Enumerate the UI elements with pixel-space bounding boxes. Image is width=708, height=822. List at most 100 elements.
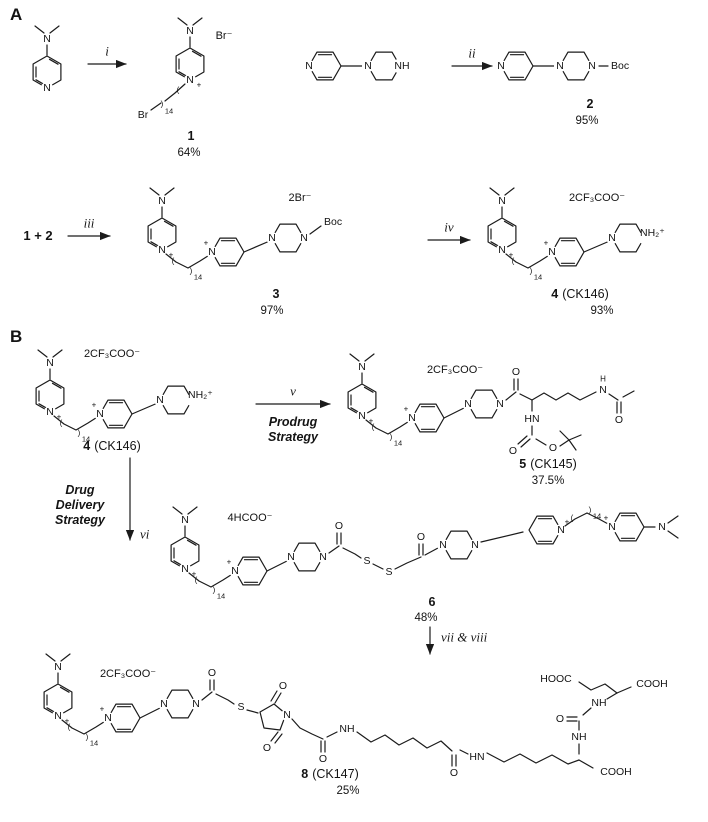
glutamate-chain [578,681,618,694]
compound-number: 2 [587,97,594,111]
pyridinium-ring [205,237,245,267]
methyl-bond [622,390,635,398]
paren-close: ) [213,586,216,595]
atom-label: N [588,60,596,72]
carbonyl-double-bond [418,543,424,556]
alkyl-chain [150,83,186,111]
compound-number-text: 8 [301,767,308,781]
atom-label: N [471,539,479,551]
atom-label-nh: NH [339,723,354,735]
carbonyl-double-bond [566,716,578,722]
compound-number: 4(CK146) [83,439,141,453]
charge-plus: + [404,405,409,414]
atom-mask [393,58,409,74]
paren-open: ( [571,514,574,523]
counterion-2br: 2Br⁻ [289,192,312,204]
atom-label: N [658,521,666,533]
atom-label-nh: NH [394,60,409,72]
atom-label: N [283,709,291,721]
atom-label: N [599,384,607,396]
reactants-sum: 1 + 2 [23,228,52,243]
repeat-count: 14 [534,273,542,282]
charge-plus: + [227,558,232,567]
pyridinium-ring [43,653,73,723]
carbonyl-double-bond [209,679,215,691]
atom-label-nh2: NH₂⁺ [188,389,213,401]
repeat-count: 14 [217,592,225,601]
bond [578,759,594,769]
bond [505,391,517,401]
charge-plus: + [197,81,202,90]
atom-mask [186,394,198,406]
bond [328,545,340,554]
bond [201,691,213,701]
atom-mask [494,398,506,410]
bond [582,707,592,716]
atom-label-hn: HN [524,413,539,425]
pyridinium-ring [101,703,141,733]
succinimide-ring [259,703,287,731]
compound-number-text: 4 [551,287,558,301]
atom-label-s: S [363,555,370,567]
paren-open: ( [195,576,198,585]
lysine-chain [531,391,597,401]
paren-open: ( [512,257,515,266]
atom-mask [281,709,293,721]
compound-number: 1 [188,129,195,143]
atom-label-o: O [512,366,520,378]
panel-label-a: A [10,5,22,24]
compound-number: 6 [429,595,436,609]
pyridinium-ring [487,187,517,257]
compound-name-text: (CK147) [312,767,359,781]
atom-label-o: O [549,442,557,454]
bond [215,693,235,705]
compound-4: + 2CF₃COO⁻ ( ) 14 + NH₂⁺ 4(CK146) 93% [487,187,665,317]
atom-label-o: O [417,531,425,543]
bond [326,731,338,738]
charge-plus: + [57,413,62,422]
compound-number-text: 6 [429,595,436,609]
pyridinium-ring [35,349,65,419]
atom-mask [298,232,310,244]
reaction-arrow-ii: ii [451,46,493,71]
hooc-label: HOOC [540,673,572,685]
compound-number-text: 1 [188,129,195,143]
atom-mask [469,539,481,551]
pyridinium-ring [528,515,568,545]
step-label-vi: vi [140,527,150,542]
atom-label-o: O [208,667,216,679]
carbonyl-double-bond [320,740,326,753]
step-label-iv: iv [444,220,454,235]
carbonyl-double-bond [270,690,282,704]
compound-4b: + 2CF₃COO⁻ ( ) 14 + NH₂⁺ 4(CK146) [35,348,213,453]
yield-label: 95% [575,115,598,127]
bond [519,393,533,401]
bond [246,709,259,714]
pyridinium-ring [405,403,445,433]
pyridinium-ring [175,17,205,87]
reaction-arrow-vi: vi Drug Delivery Strategy [55,457,150,542]
atom-label-nh: NH [571,731,586,743]
counterion-tfa: 2CF₃COO⁻ [569,192,625,204]
atom-mask [317,551,329,563]
atom-label-h: H [600,375,606,384]
yield-label: 64% [177,147,200,159]
paren-open: ( [172,257,175,266]
compound-name-text: (CK146) [94,439,141,453]
atom-label-o: O [263,742,271,754]
compound-number-text: 5 [519,457,526,471]
paren-close: ) [390,433,393,442]
bond [424,547,439,556]
strategy-prodrug-line2: Strategy [268,430,319,444]
repeat-count: 14 [194,273,202,282]
counterion-tfa: 2CF₃COO⁻ [84,348,140,360]
atom-label-nh2: NH₂⁺ [640,227,665,239]
charge-plus: + [92,401,97,410]
hexyl-chain [356,731,453,752]
carbonyl-double-bond [513,378,519,391]
atom-label-s: S [385,566,392,578]
paren-close: ) [161,100,164,109]
disulfide-bond [372,563,384,570]
repeat-count: 14 [165,107,173,116]
strategy-prodrug-line1: Prodrug [269,415,318,429]
